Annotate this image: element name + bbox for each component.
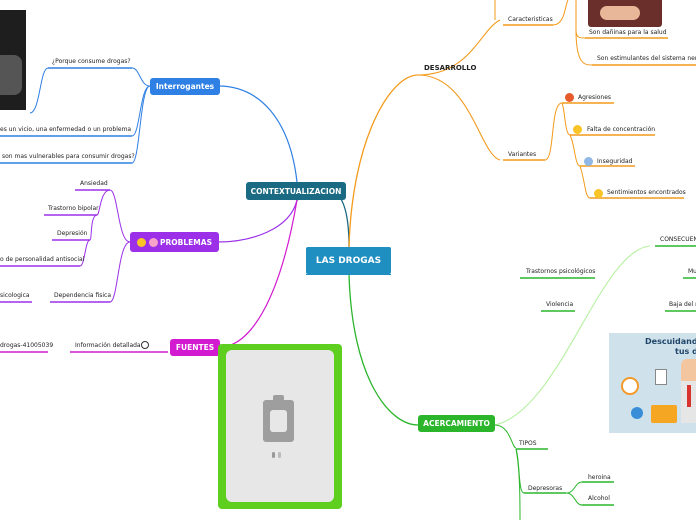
problema-item[interactable]: Depresión: [57, 230, 88, 237]
interrogante-item[interactable]: son mas vulnerables para consumir drogas…: [2, 153, 135, 160]
angry-face-icon: [565, 93, 574, 102]
folder-icon: [651, 405, 677, 423]
fuente-item[interactable]: Información detallada: [75, 342, 141, 349]
person-illustration-icon: [681, 359, 696, 423]
problema-item[interactable]: o de personalidad antisocial: [0, 256, 85, 263]
interrogantes-node[interactable]: Interrogantes: [150, 78, 220, 95]
root-underline: [306, 274, 391, 275]
variante-item[interactable]: Sentimientos encontrados: [607, 189, 686, 196]
caracteristica-item[interactable]: Son estimulantes del sistema nervio: [597, 55, 696, 62]
fuente-item[interactable]: drogas-41005039: [0, 342, 54, 349]
card-inner: [226, 350, 334, 502]
acercamiento-node[interactable]: ACERCAMIENTO: [418, 415, 495, 432]
infographic-title: Descuidando: [645, 337, 696, 346]
thinking-face-icon: [573, 125, 582, 134]
fuentes-label: FUENTES: [175, 343, 215, 352]
depresora-item[interactable]: heroina: [588, 474, 611, 481]
contextualizacion-label: CONTEXTUALIZACION: [250, 186, 342, 196]
variante-item[interactable]: Falta de concentración: [587, 126, 656, 133]
variante-item[interactable]: Agresiones: [578, 94, 612, 101]
infographic-image: Descuidando tus d: [609, 333, 696, 433]
contextualizacion-node[interactable]: CONTEXTUALIZACION: [246, 182, 346, 200]
fuentes-node[interactable]: FUENTES: [170, 339, 220, 356]
hands-photo: [588, 0, 662, 27]
violencia-item[interactable]: Violencia: [546, 301, 574, 308]
camera-icon: [263, 395, 294, 442]
infographic-subtitle: tus d: [675, 347, 696, 356]
depresora-item[interactable]: Alcohol: [588, 495, 610, 502]
consecuencias-label[interactable]: CONSECUEN: [660, 236, 696, 243]
root-node[interactable]: LAS DROGAS: [306, 247, 391, 274]
acercamiento-label: ACERCAMIENTO: [423, 419, 490, 428]
desarrollo-label[interactable]: DESARROLLO: [424, 64, 477, 72]
consecuencia-item[interactable]: Mu: [688, 268, 696, 275]
image-placeholder-card[interactable]: [218, 344, 342, 509]
tipos-label[interactable]: TIPOS: [519, 440, 537, 447]
variantes-label[interactable]: Variantes: [508, 151, 537, 158]
fearful-face-icon: [584, 157, 593, 166]
anxious-face-icon: [594, 189, 603, 198]
globe-illustration-icon: [631, 407, 643, 419]
globe-icon[interactable]: [141, 341, 149, 349]
problema-item[interactable]: Trastorno bipolar: [48, 205, 99, 212]
trash-can-icon: [655, 369, 667, 385]
clock-icon: [621, 377, 639, 395]
problemas-label: PROBLEMAS: [160, 237, 212, 247]
interrogantes-label: Interrogantes: [155, 82, 215, 91]
caracteristica-item[interactable]: Son dañinas para la salud: [589, 29, 667, 36]
problema-item[interactable]: Ansiedad: [80, 180, 108, 187]
interrogante-item[interactable]: ¿Porque consume drogas?: [52, 58, 131, 65]
problema-item[interactable]: sicologica: [0, 292, 30, 299]
depresoras-label[interactable]: Depresoras: [528, 485, 563, 492]
person-photo: [0, 10, 26, 110]
variante-item[interactable]: Inseguridad: [597, 158, 633, 165]
brain-icon: [149, 237, 159, 247]
trastornos-item[interactable]: Trastornos psicológicos: [526, 268, 596, 275]
loading-dots-icon: [270, 452, 290, 458]
consecuencia-item[interactable]: Baja del r: [669, 301, 696, 308]
problemas-node[interactable]: PROBLEMAS: [130, 232, 219, 252]
caracteristicas-label[interactable]: Caracteristicas: [508, 16, 553, 23]
interrogante-item[interactable]: es un vicio, una enfermedad o un problem…: [0, 126, 132, 133]
problema-item[interactable]: Dependencia fisica: [54, 292, 112, 299]
astonished-face-icon: [137, 237, 147, 247]
root-label: LAS DROGAS: [315, 255, 382, 266]
